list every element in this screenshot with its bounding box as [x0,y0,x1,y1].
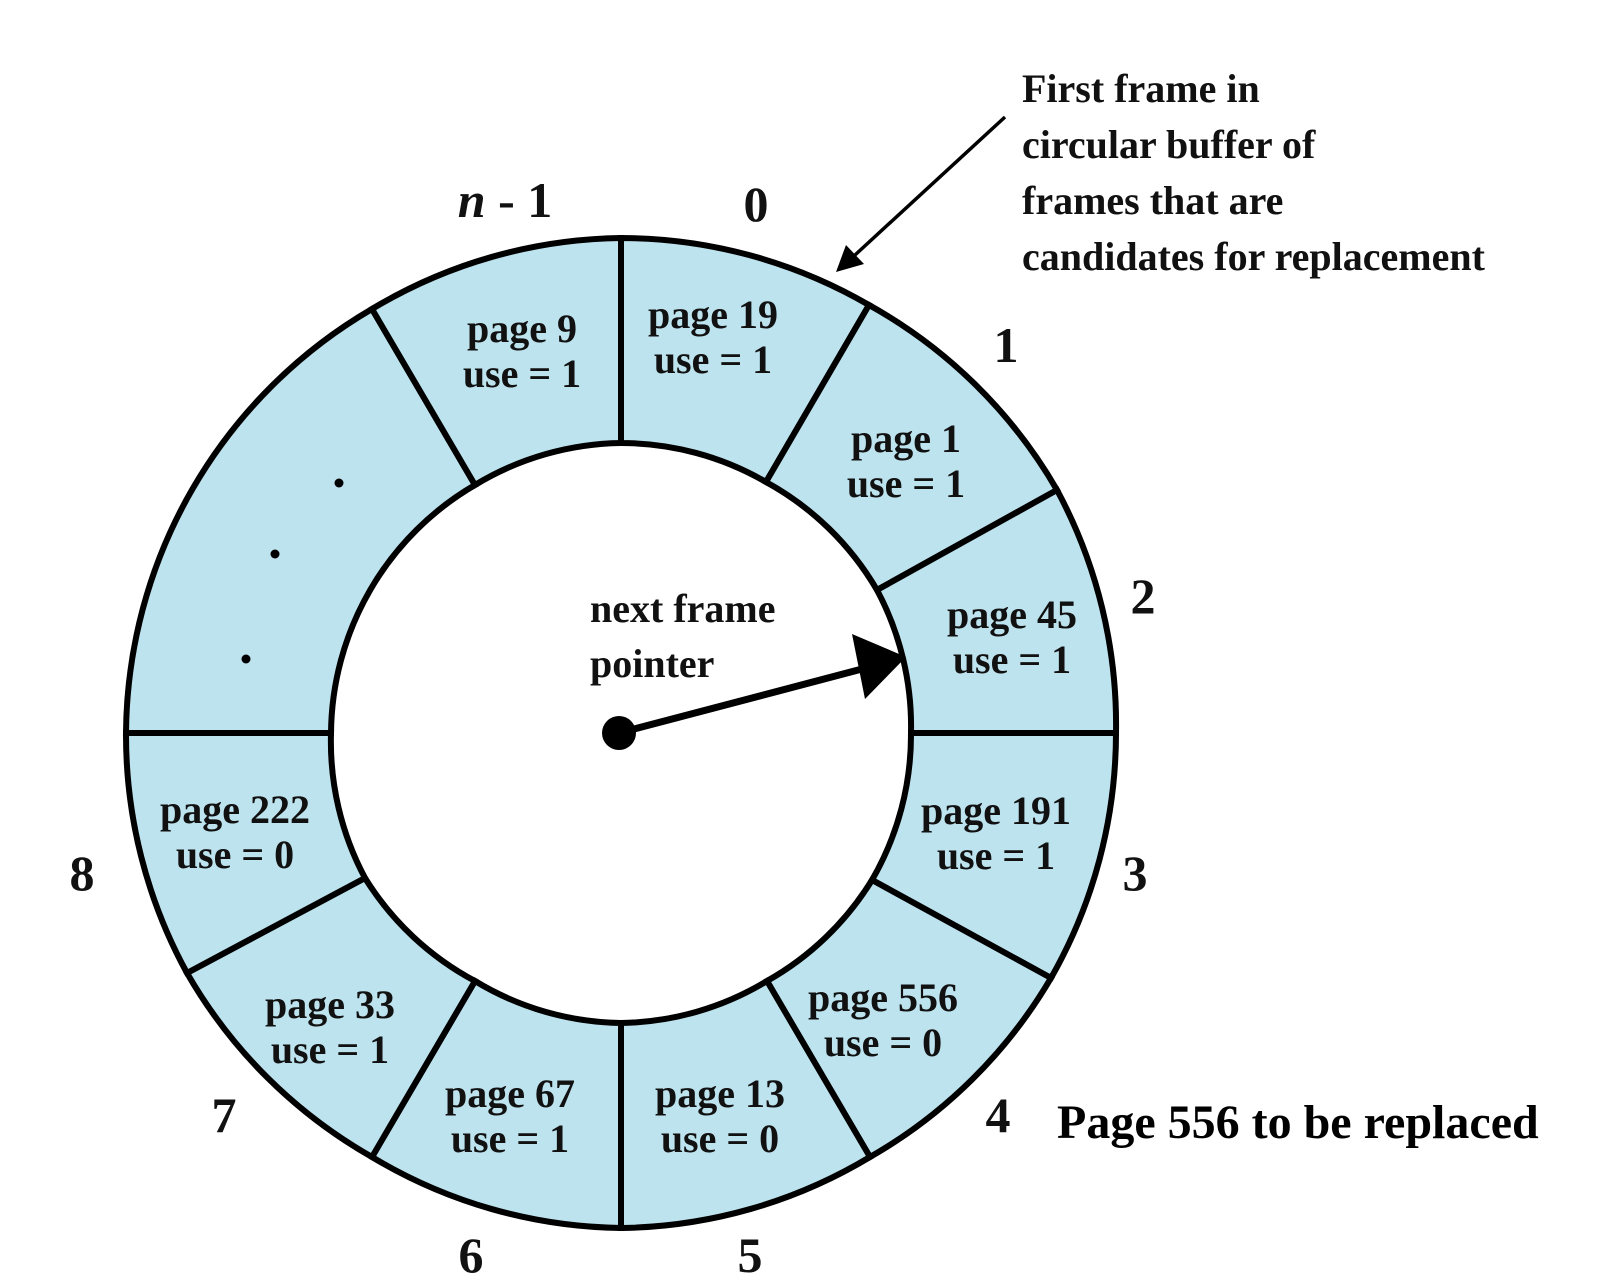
frame-use-label: use = 0 [176,832,294,877]
frame-segment-ellipsis [122,304,480,736]
next-frame-pointer: next frame pointer [590,586,906,750]
ellipsis-dot [270,549,280,559]
frame-use-label: use = 1 [271,1027,389,1072]
annotation-line-2: circular buffer of [1022,122,1316,167]
frame-use-label: use = 0 [661,1116,779,1161]
frame-page-label: page 9 [467,306,577,351]
frame-index-0: 0 [744,176,769,232]
frame-index-6: 6 [459,1227,484,1283]
frame-use-label: use = 1 [953,637,1071,682]
frame-page-label: page 1 [851,416,961,461]
index-n: n [458,172,486,228]
frame-index-2: 2 [1131,568,1156,624]
pointer-label-line-1: next frame [590,586,775,631]
frame-index-n-minus-1: n - 1 [458,172,552,228]
frame-labels: page 19 use = 1 page 1 use = 1 page 45 u… [160,292,1077,1161]
pointer-shaft [618,665,863,737]
replacement-note: Page 556 to be replaced [1057,1096,1539,1149]
frame-segment-n-minus-1 [367,234,624,490]
annotation-arrowhead [836,245,864,272]
buffer-ring [122,234,1120,1232]
frame-index-8: 8 [70,845,95,901]
annotation-line-1: First frame in [1022,66,1260,111]
pointer-label-line-2: pointer [590,641,714,686]
frame-use-label: use = 1 [847,461,965,506]
frame-page-label: page 45 [947,592,1077,637]
annotation-line-3: frames that are [1022,178,1283,223]
frame-indices: 0 1 2 3 4 5 6 7 8 n - 1 [70,172,1156,1283]
frame-page-label: page 33 [265,982,395,1027]
frame-page-label: page 19 [648,292,778,337]
index-minus-one: - 1 [486,172,553,228]
frame-page-label: page 222 [160,787,310,832]
frame-use-label: use = 1 [654,337,772,382]
frame-index-7: 7 [212,1087,237,1143]
frame-index-3: 3 [1123,845,1148,901]
frame-page-label: page 67 [445,1071,575,1116]
ellipsis-dot [334,478,344,488]
frame-use-label: use = 1 [937,833,1055,878]
first-frame-annotation: First frame in circular buffer of frames… [836,66,1486,279]
frame-use-label: use = 1 [451,1116,569,1161]
ellipsis-dots [241,478,344,664]
annotation-line-4: candidates for replacement [1022,234,1486,279]
annotation-arrow-line [853,115,1007,257]
pointer-arrowhead [852,634,906,699]
frame-index-1: 1 [994,317,1019,373]
frame-index-5: 5 [738,1227,763,1283]
frame-page-label: page 191 [921,788,1071,833]
frame-use-label: use = 1 [463,351,581,396]
ellipsis-dot [241,654,251,664]
frame-index-4: 4 [986,1087,1011,1143]
frame-page-label: page 13 [655,1071,785,1116]
frame-use-label: use = 0 [824,1020,942,1065]
frame-page-label: page 556 [808,975,958,1020]
